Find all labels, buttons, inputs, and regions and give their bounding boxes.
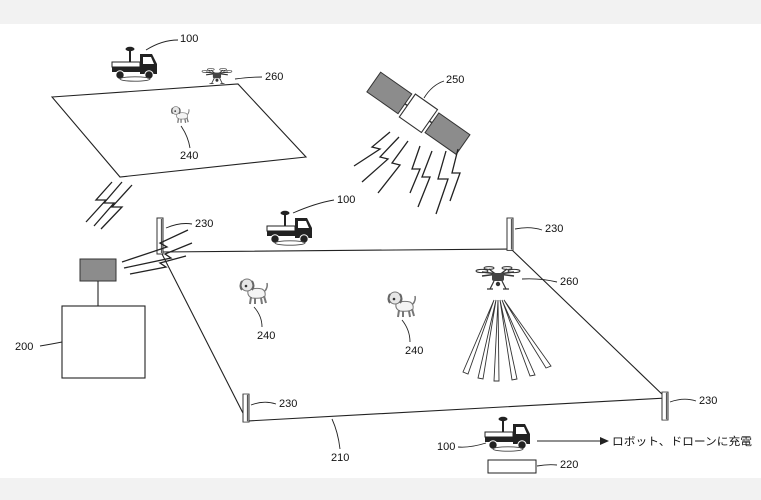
lightning-bolt [121,229,189,263]
field-area: 230 230 230 230 100 240 240 260 [156,194,717,464]
charging-station: 100 ロボット、ドローンに充電 220 [437,415,752,474]
light-beam [499,299,518,381]
label-truck-remote: 100 [180,33,198,45]
robot-dog-icon [170,105,190,124]
lightning-bolt [85,181,113,223]
remote-area-outline [50,83,308,178]
leader-field [331,418,341,450]
post-icon [242,393,250,423]
lightning-bolt [377,140,409,194]
lightning-bolt [353,131,391,167]
remote-area: 100 260 240 [50,33,308,178]
charger-unit [487,459,537,474]
truck-icon [266,209,313,247]
leader-drone-remote [234,76,263,80]
leader-truck-field-top [292,199,335,214]
truck-icon [111,45,158,83]
leader-post-bottom-left [250,401,277,406]
label-truck-field-bottom: 100 [437,441,455,453]
label-post-bottom-right: 230 [699,395,717,407]
lightning-bolt [409,145,421,194]
label-charger: 220 [560,459,578,471]
label-post-bottom-left: 230 [279,398,297,410]
post-icon [506,217,514,251]
leader-drone-field [521,278,558,283]
satellite-body-group [366,71,471,156]
light-beam [503,299,552,369]
leader-robot-remote [180,125,191,149]
drone-light-beams [462,299,552,382]
server-box [61,305,146,379]
leader-robot-field-right [401,319,411,343]
lightning-bolt [361,136,400,183]
lightning-bolt [100,184,133,230]
light-beam [462,299,495,375]
light-beam [477,299,497,380]
label-robot-remote: 240 [180,150,198,162]
lightning-bolt [129,255,187,275]
lightning-icon [85,181,133,230]
field-outline [160,248,668,422]
label-satellite: 250 [446,74,464,86]
leader-server [39,341,63,347]
leader-post-top-right [514,227,543,231]
leader-charger [536,464,558,467]
satellite-panel-right [424,112,471,156]
bottom-band [0,478,761,500]
satellite-icon: 250 [366,71,471,156]
lightning-bolt [123,242,193,269]
lightning-icon [353,131,461,215]
antenna-unit [79,258,117,282]
drone-icon [475,265,521,290]
robot-dog-icon [239,278,269,305]
label-post-top-left: 230 [195,218,213,230]
top-band [0,0,761,24]
truck-icon [484,415,531,453]
drone-icon [201,67,233,85]
post-icon [661,391,669,421]
label-truck-field-top: 100 [337,194,355,206]
light-beam [501,299,536,377]
lightning-bolt [435,150,449,215]
leader-satellite [423,80,445,99]
label-server: 200 [15,341,33,353]
label-drone-field: 260 [560,276,578,288]
label-post-top-right: 230 [545,223,563,235]
label-field: 210 [331,452,349,464]
lightning-bolt [417,150,433,208]
leader-truck-remote [145,39,179,51]
light-beam [493,299,500,382]
leader-truck-field-bottom [457,442,487,448]
leader-robot-field-left [253,306,263,328]
lightning-bolt [449,148,461,202]
satellite-panel-left [366,71,413,115]
label-drone-remote: 260 [265,71,283,83]
charge-arrow-head [600,437,609,445]
lightning-bolt [93,181,123,227]
lightning-icon [121,229,193,275]
leader-post-top-left [165,223,193,229]
charge-note: ロボット、ドローンに充電 [612,434,752,448]
label-robot-field-right: 240 [405,345,423,357]
robot-dog-icon [387,291,417,318]
server-group: 200 [15,258,146,379]
label-robot-field-left: 240 [257,330,275,342]
leader-post-bottom-right [669,398,697,403]
